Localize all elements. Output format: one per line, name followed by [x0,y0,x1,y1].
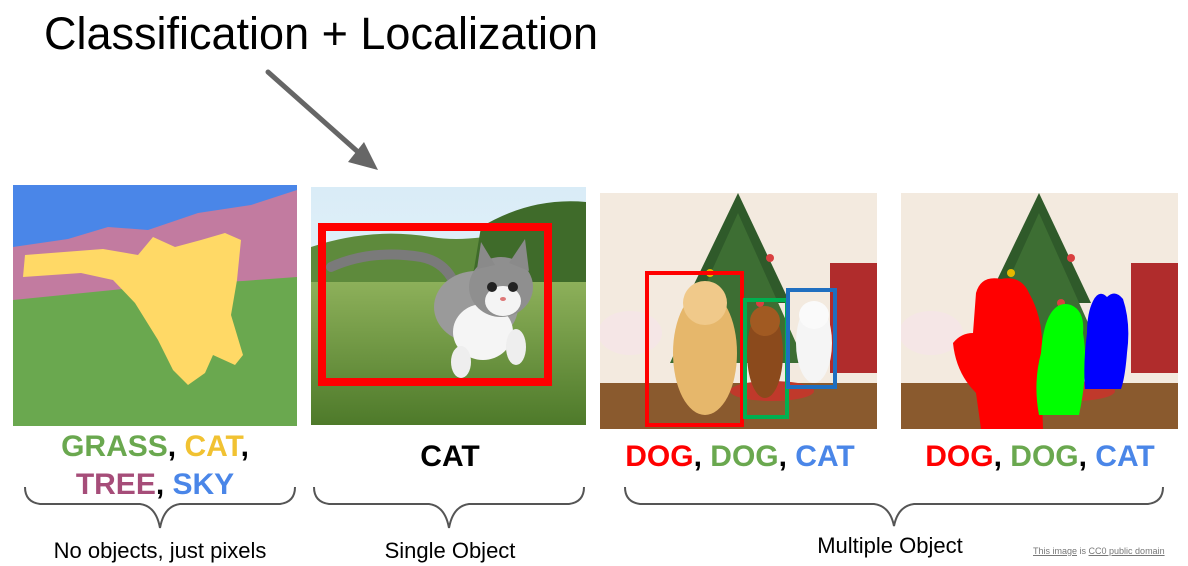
pointer-arrow-icon [265,69,378,170]
instance-labels: DOG, DOG, CAT [895,438,1185,476]
detection-box-cat [786,288,837,389]
label-separator: , [993,440,1011,473]
caption-multiple-object: Multiple Object [817,533,963,558]
localization-box [318,223,552,386]
instance-mask-dog-1 [953,278,1043,429]
cat-region [23,233,243,385]
semantic-segmentation-image [13,185,297,426]
image-link[interactable]: This image [1033,546,1078,556]
single-object-label: CAT [300,438,600,476]
label-separator: , [1078,440,1096,473]
label-separator: , [155,468,173,501]
label-dog: DOG [710,440,779,473]
label-separator: , [167,430,185,463]
label-sky: SKY [172,468,235,501]
slide-title: Classification + Localization [44,8,599,59]
semantic-labels: GRASS, CAT, TREE, SKY [5,428,305,504]
single-object-image [311,187,586,425]
detection-box-dog-1 [645,271,744,427]
instance-segmentation-image [901,193,1178,429]
brace-icon [24,486,296,529]
label-dog: DOG [625,440,694,473]
label-dog: DOG [1010,440,1079,473]
label-cat: CAT [795,440,855,473]
brace-icon [313,486,585,529]
caption-no-objects: No objects, just pixels [53,538,267,563]
label-separator: , [693,440,711,473]
license-link[interactable]: CC0 public domain [1088,546,1165,556]
footnote-text: is [1077,546,1089,556]
label-cat: CAT [1095,440,1155,473]
label-dog: DOG [925,440,994,473]
instance-mask-cat [1084,293,1129,389]
label-separator: , [778,440,796,473]
label-tree: TREE [75,468,156,501]
label-separator: , [240,430,249,463]
brace-icon [624,486,1164,527]
detection-labels: DOG, DOG, CAT [595,438,885,476]
caption-single-object: Single Object [384,538,516,563]
label-grass: GRASS [61,430,168,463]
license-footnote: This image is CC0 public domain [1033,546,1165,556]
instance-mask-dog-2 [1036,304,1086,415]
label-cat: CAT [420,440,480,473]
object-detection-image [600,193,877,429]
label-cat: CAT [184,430,241,463]
